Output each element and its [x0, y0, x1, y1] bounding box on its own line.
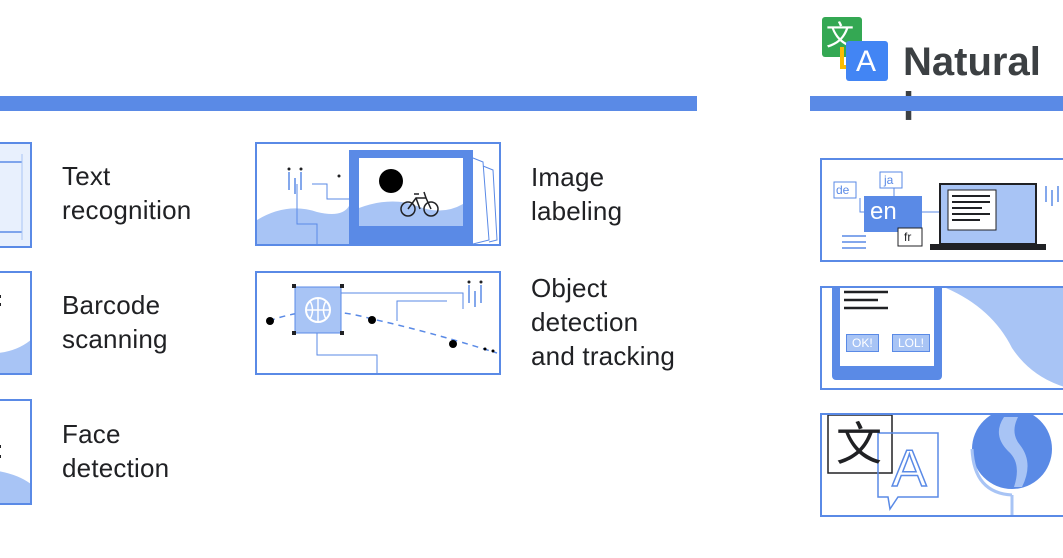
translation-target-glyph: A [891, 439, 927, 499]
label-line: recognition [62, 195, 192, 225]
image-labeling-label: Image labeling [531, 160, 622, 228]
label-line: Barcode [62, 290, 161, 320]
label-line: labeling [531, 196, 623, 226]
label-line: Image [531, 162, 605, 192]
smart-reply-ok-chip: OK! [846, 334, 879, 352]
label-line: scanning [62, 324, 168, 354]
smart-reply-thumbnail: OK! LOL! [820, 286, 1063, 390]
language-chip-de: de [836, 183, 850, 197]
barcode-scanning-thumbnail [0, 271, 32, 375]
label-line: detection [531, 307, 639, 337]
text-recognition-label: Text recognition [62, 159, 191, 227]
object-detection-thumbnail [255, 271, 501, 375]
translate-icon: 文 A [822, 17, 888, 81]
text-recognition-thumbnail [0, 142, 32, 248]
label-line: Object [531, 273, 608, 303]
object-detection-label: Object detection and tracking [531, 271, 675, 373]
face-detection-label: Face detection [62, 417, 169, 485]
smart-reply-lol-chip: LOL! [892, 334, 931, 352]
face-detection-thumbnail [0, 399, 32, 505]
translate-glyph-bottom: A [856, 45, 877, 78]
label-line: detection [62, 453, 170, 483]
label-line: Text [62, 161, 111, 191]
language-chip-fr: fr [904, 230, 912, 244]
natural-language-title: Natural l [903, 40, 1041, 129]
barcode-scanning-label: Barcode scanning [62, 288, 168, 356]
label-line: and tracking [531, 341, 676, 371]
translation-source-glyph: 文 [836, 417, 882, 471]
vision-header-bar [0, 96, 697, 111]
natural-language-header-bar [810, 96, 1063, 111]
translation-thumbnail: 文 A [820, 413, 1063, 517]
language-identification-thumbnail: de ja en fr [820, 158, 1063, 262]
language-chip-en: en [870, 198, 897, 225]
language-chip-ja: ja [884, 173, 894, 187]
image-labeling-thumbnail [255, 142, 501, 246]
label-line: Face [62, 419, 121, 449]
